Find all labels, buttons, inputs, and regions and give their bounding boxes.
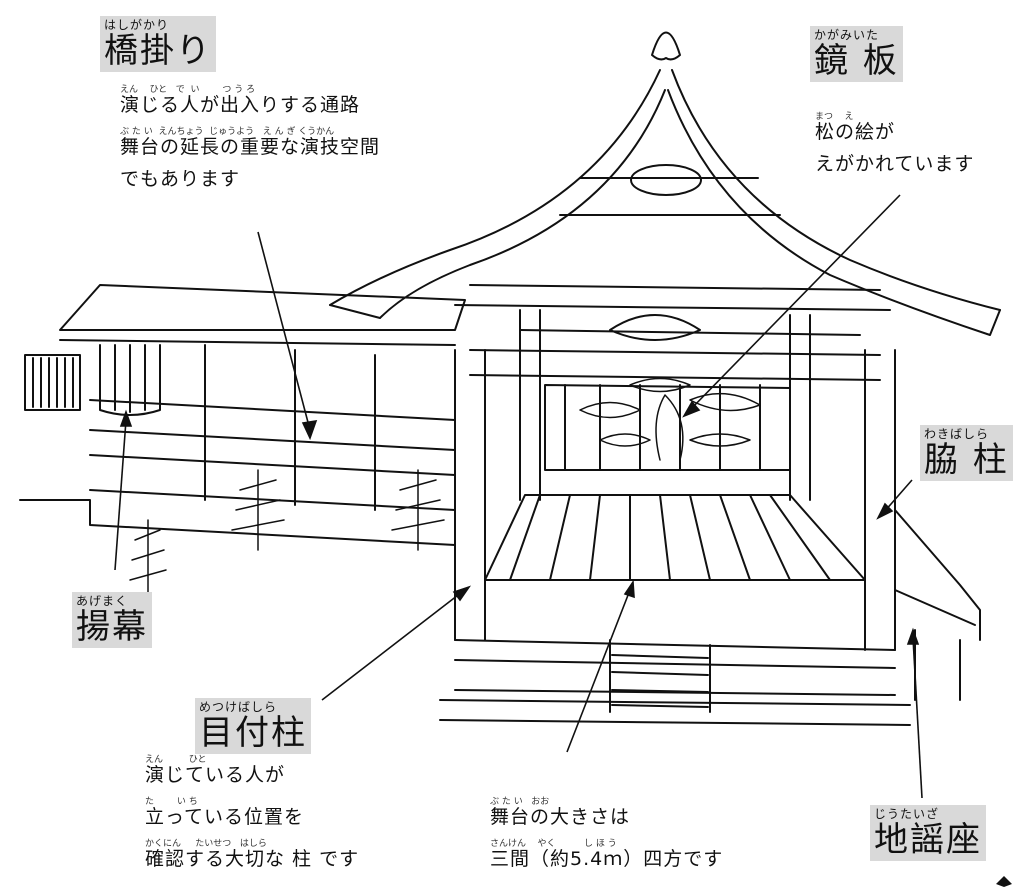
desc-line: でもあります (120, 168, 241, 190)
label-title: 地謡座 (874, 820, 982, 860)
desc-line: さんけん やく し ほ う三間（約5.4ｍ）四方です (490, 839, 724, 870)
label-ruby: めつけばしら (199, 700, 278, 714)
desc-line: えん ひと で い つ う ろ演じる人が出入りする通路 (120, 85, 361, 116)
roof-ridge-ornament (651, 31, 681, 61)
label-ruby: かがみいた (814, 28, 880, 42)
label-title: 鏡 板 (814, 41, 899, 81)
label-ruby: わきばしら (924, 427, 990, 441)
back-wall (544, 384, 791, 471)
desc-kagamiita: まつ え松の絵が えがかれています (815, 112, 974, 186)
young-pine-trees (129, 469, 445, 601)
desc-line: えん ひと演じている人が (145, 755, 286, 786)
label-agemaku: あげまく 揚幕 (72, 592, 152, 648)
agemaku-pointer (114, 419, 127, 571)
label-title: 目付柱 (199, 713, 307, 753)
desc-hashigakari: えん ひと で い つ う ろ演じる人が出入りする通路 ぶ た い えんちょう … (120, 85, 380, 201)
desc-stage: ぶ た い おお舞台の大きさは さんけん やく し ほ う三間（約5.4ｍ）四方… (490, 797, 723, 869)
roof-right-slope (671, 69, 1001, 311)
waki-pillar (864, 349, 896, 651)
frieze-ornament (609, 314, 701, 341)
desc-line: えがかれています (815, 153, 975, 175)
label-ruby: じうたいざ (874, 807, 940, 821)
agemaku-curtain (99, 344, 161, 416)
desc-line: かくにん たいせつ はしら確認する大切な 柱 です (145, 839, 360, 870)
kagamiita-pointer (689, 194, 901, 411)
desc-metsukebashira: えん ひと演じている人が た い ち立っている位置を かくにん たいせつ はしら… (145, 755, 359, 869)
label-title: 橋掛り (104, 31, 212, 71)
label-hashigakari: はしがかり 橋掛り (100, 16, 216, 72)
label-kagamiita: かがみいた 鏡 板 (810, 26, 903, 82)
label-ruby: あげまく (76, 594, 129, 608)
label-title: 脇 柱 (924, 440, 1009, 480)
side-window (24, 354, 81, 411)
metsukebashira-pointer (321, 591, 463, 701)
label-jiutaiza: じうたいざ 地謡座 (870, 805, 986, 861)
stage-pointer (566, 589, 631, 753)
hashigakari-pointer (257, 231, 311, 431)
corner-diamond (996, 876, 1012, 887)
jiutaiza-pointer (912, 637, 923, 799)
label-title: 揚幕 (76, 607, 148, 647)
label-ruby: はしがかり (104, 18, 170, 32)
desc-line: ぶ た い えんちょう じゅうよう え ん ぎ くうかん舞台の延長の重要な演技空… (120, 127, 381, 158)
desc-line: た い ち立っている位置を (145, 797, 305, 828)
hashigakari-roof (59, 284, 466, 331)
label-wakibashira: わきばしら 脇 柱 (920, 425, 1013, 481)
desc-line: まつ え松の絵が (815, 112, 896, 143)
roof-left-slope (329, 69, 661, 306)
label-metsukebashira: めつけばしら 目付柱 (195, 698, 311, 754)
stage-floor (484, 494, 866, 581)
stage-stairs (609, 639, 711, 713)
jiutaiza-platform (894, 509, 981, 701)
hashigakari-railing (89, 399, 456, 511)
desc-line: ぶ た い おお舞台の大きさは (490, 797, 631, 828)
pine-tree-painting (579, 377, 761, 461)
roof-crest (630, 164, 702, 196)
